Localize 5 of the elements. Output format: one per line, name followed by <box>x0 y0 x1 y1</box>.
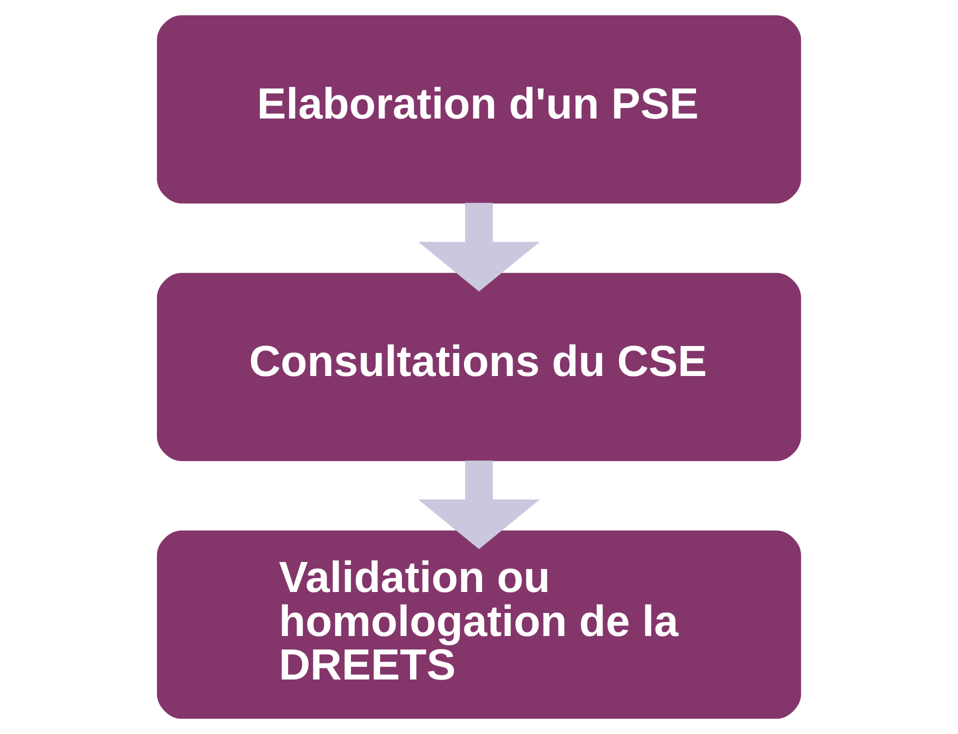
node-box: Elaboration d'un PSE <box>156 15 802 204</box>
node-box: Validation ou homologation de la DREETS <box>156 530 802 719</box>
node-box: Consultations du CSE <box>156 272 802 462</box>
arrow <box>418 202 540 292</box>
arrow <box>418 460 540 550</box>
